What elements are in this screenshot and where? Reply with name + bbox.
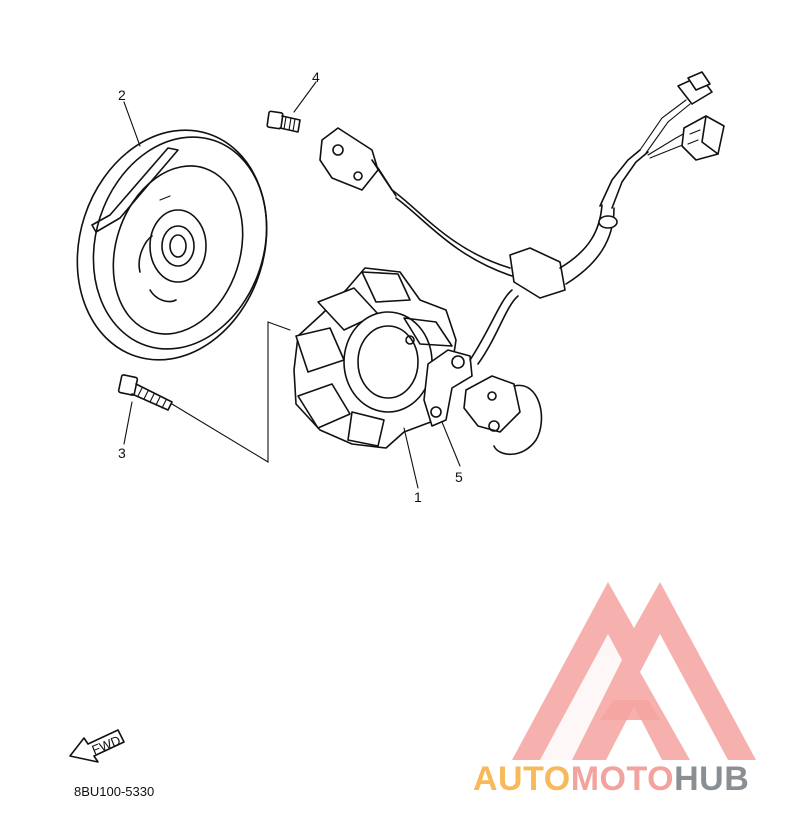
fwd-arrow-icon: FWD bbox=[69, 729, 125, 763]
large-connector bbox=[681, 115, 725, 161]
leader-2 bbox=[123, 101, 141, 147]
bolt-3 bbox=[117, 374, 173, 411]
bolt-4 bbox=[266, 110, 301, 133]
small-connector bbox=[677, 71, 713, 105]
callout-1: 1 bbox=[414, 489, 422, 505]
fwd-label: FWD bbox=[90, 732, 123, 757]
callout-3: 3 bbox=[118, 445, 126, 461]
wire-harness bbox=[391, 99, 701, 299]
leader-3 bbox=[123, 401, 133, 445]
callout-2: 2 bbox=[118, 87, 126, 103]
lower-pickup bbox=[463, 375, 543, 456]
flywheel-rotor bbox=[76, 129, 268, 361]
brand-hub: HUB bbox=[674, 760, 749, 798]
callout-5: 5 bbox=[455, 469, 463, 485]
pickup-coil bbox=[319, 127, 397, 197]
callout-4: 4 bbox=[312, 69, 320, 85]
drawing-code: 8BU100-5330 bbox=[74, 784, 154, 799]
brand-auto: AUTO bbox=[473, 760, 571, 798]
leader-5 bbox=[441, 421, 461, 467]
stator bbox=[293, 267, 457, 449]
assembly-leader-line bbox=[171, 321, 291, 463]
grommet-bracket bbox=[423, 289, 519, 427]
leader-1 bbox=[403, 427, 419, 489]
watermark-brand: AUTOMOTOHUB bbox=[473, 760, 749, 798]
leader-4 bbox=[293, 81, 317, 113]
brand-moto: MOTO bbox=[571, 760, 674, 798]
watermark-logo-icon bbox=[512, 582, 756, 760]
